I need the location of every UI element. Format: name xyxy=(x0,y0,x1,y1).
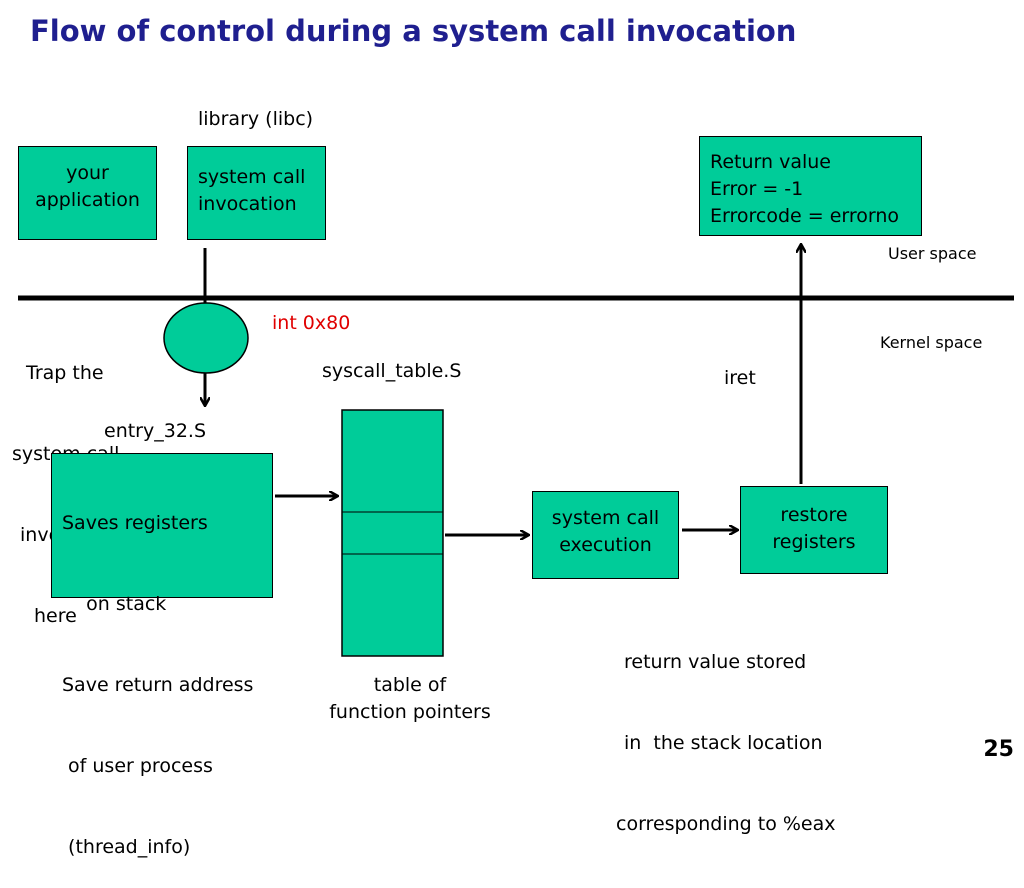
restore-registers-box: restore registers xyxy=(740,486,888,574)
kernel-space-label: Kernel space xyxy=(880,333,983,352)
saves-line-1: Saves registers xyxy=(62,512,208,534)
trap-line-4: here xyxy=(34,605,77,627)
syscall-inv-line-1: system call xyxy=(198,166,306,188)
retval-line-3: corresponding to %eax xyxy=(616,813,836,835)
iret-label: iret xyxy=(724,367,756,389)
user-space-label: User space xyxy=(888,244,977,263)
your-application-box: your application xyxy=(18,146,157,240)
syscall-inv-line-2: invocation xyxy=(198,193,297,215)
saves-registers-box: Saves registers on stack Save return add… xyxy=(51,453,273,858)
trap-circle xyxy=(163,302,249,374)
app-line-2: application xyxy=(35,189,140,211)
saves-line-3: Save return address xyxy=(62,674,254,696)
saves-line-4: of user process xyxy=(62,755,213,777)
syscall-table-label: syscall_table.S xyxy=(322,360,462,382)
saves-line-5: (thread_info) xyxy=(62,836,191,858)
saves-line-2: on stack xyxy=(62,593,167,615)
exec-line-2: execution xyxy=(559,534,652,556)
return-value-box: Return value Error = -1 Errorcode = erro… xyxy=(699,136,922,236)
trap-line-1: Trap the xyxy=(26,362,104,384)
page-number: 25 xyxy=(983,737,1014,762)
return-line-2: Error = -1 xyxy=(710,178,804,200)
retval-line-1: return value stored xyxy=(624,651,807,673)
return-line-3: Errorcode = errorno xyxy=(710,205,900,227)
slide-title: Flow of control during a system call inv… xyxy=(30,14,797,48)
app-line-1: your xyxy=(66,162,109,184)
int-0x80-label: int 0x80 xyxy=(272,312,351,334)
library-label: library (libc) xyxy=(198,108,314,130)
entry-label: entry_32.S xyxy=(104,420,207,442)
table-line-1: table of xyxy=(373,674,447,696)
retval-line-2: in the stack location xyxy=(624,732,823,754)
table-description-label: table of function pointers xyxy=(318,672,502,726)
restore-line-1: restore xyxy=(780,504,848,526)
syscall-invocation-box: system call invocation xyxy=(187,146,326,240)
restore-line-2: registers xyxy=(772,531,856,553)
table-line-2: function pointers xyxy=(329,701,491,723)
syscall-table-box xyxy=(341,409,444,657)
exec-line-1: system call xyxy=(551,507,660,529)
connector-lines xyxy=(18,0,1014,657)
syscall-execution-box: system call execution xyxy=(532,491,679,579)
return-line-1: Return value xyxy=(710,151,831,173)
return-value-stored-label: return value stored in the stack locatio… xyxy=(616,595,835,865)
